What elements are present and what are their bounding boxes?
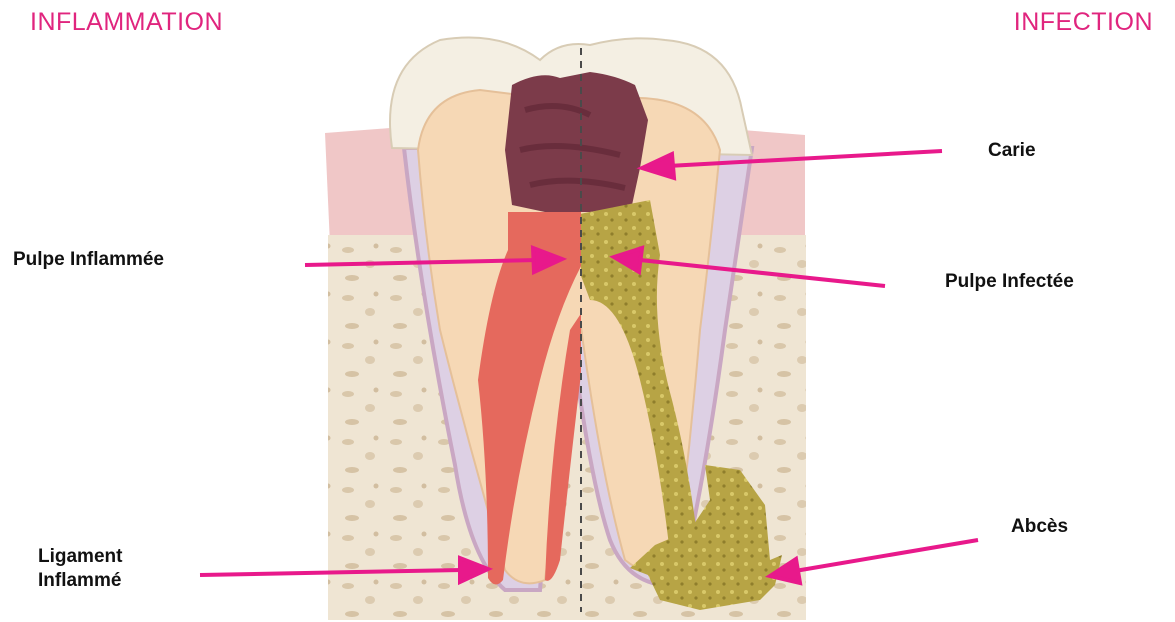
title-inflammation: INFLAMMATION (30, 8, 223, 37)
label-carie: Carie (988, 139, 1036, 163)
label-ligament-line2: Inflammé (38, 569, 122, 593)
label-ligament-inflamme: Ligament Inflammé (38, 545, 122, 593)
title-infection: INFECTION (1014, 8, 1153, 37)
label-pulpe-inflammee: Pulpe Inflammée (13, 248, 164, 272)
label-pulpe-infectee: Pulpe Infectée (945, 270, 1074, 294)
label-abces: Abcès (1011, 515, 1068, 539)
caries-cavity (505, 72, 648, 212)
label-ligament-line1: Ligament (38, 545, 122, 569)
